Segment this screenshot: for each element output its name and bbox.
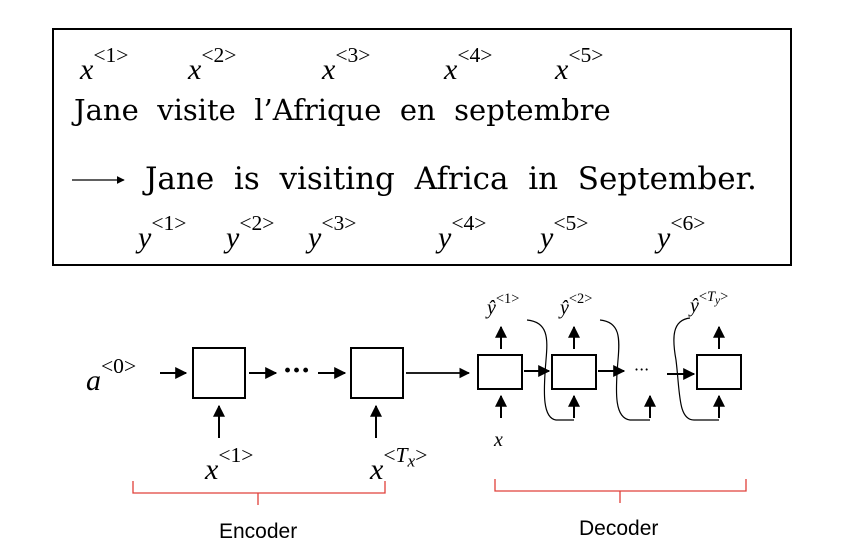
decoder-cell-1 bbox=[477, 354, 523, 390]
y2-label: y<2> bbox=[226, 211, 275, 254]
y4-label: y<4> bbox=[438, 211, 487, 254]
feedback-curve-3 bbox=[673, 317, 719, 421]
x5-label: x<5> bbox=[555, 43, 604, 86]
x4-label: x<4> bbox=[444, 43, 493, 86]
yhat2-label: ŷ<2> bbox=[560, 291, 593, 320]
encoder-input-x1: x<1> bbox=[205, 443, 254, 486]
x3-label: x<3> bbox=[322, 43, 371, 86]
encoder-brace bbox=[132, 481, 386, 505]
y1-label: y<1> bbox=[138, 211, 187, 254]
decoder-cell-2 bbox=[551, 354, 597, 390]
source-sentence: Jane visite l’Afrique en septembre bbox=[74, 93, 611, 127]
encoder-cell-last bbox=[350, 347, 404, 399]
encoder-input-xTx: x<Tx> bbox=[370, 443, 428, 486]
decoder-brace bbox=[494, 479, 747, 503]
encoder-label: Encoder bbox=[219, 520, 298, 543]
yhatTy-label: ŷ<Ty> bbox=[690, 289, 729, 318]
encoder-cell-1 bbox=[192, 347, 246, 399]
y6-label: y<6> bbox=[657, 211, 706, 254]
target-sentence: Jane is visiting Africa in September. bbox=[145, 161, 757, 197]
y5-label: y<5> bbox=[540, 211, 589, 254]
feedback-curve-2 bbox=[599, 319, 650, 421]
decoder-dots: ··· bbox=[634, 360, 650, 379]
decoder-cell-last bbox=[696, 354, 742, 390]
x2-label: x<2> bbox=[188, 43, 237, 86]
decoder-label: Decoder bbox=[579, 517, 659, 540]
encoder-dots: ··· bbox=[283, 356, 311, 386]
yhat1-label: ŷ<1> bbox=[487, 291, 520, 320]
y3-label: y<3> bbox=[308, 211, 357, 254]
x1-label: x<1> bbox=[80, 43, 129, 86]
translation-example-box bbox=[52, 28, 792, 266]
decoder-input-x: x bbox=[494, 429, 503, 451]
feedback-curve-1 bbox=[526, 319, 574, 421]
a0-label: a<0> bbox=[86, 354, 137, 397]
